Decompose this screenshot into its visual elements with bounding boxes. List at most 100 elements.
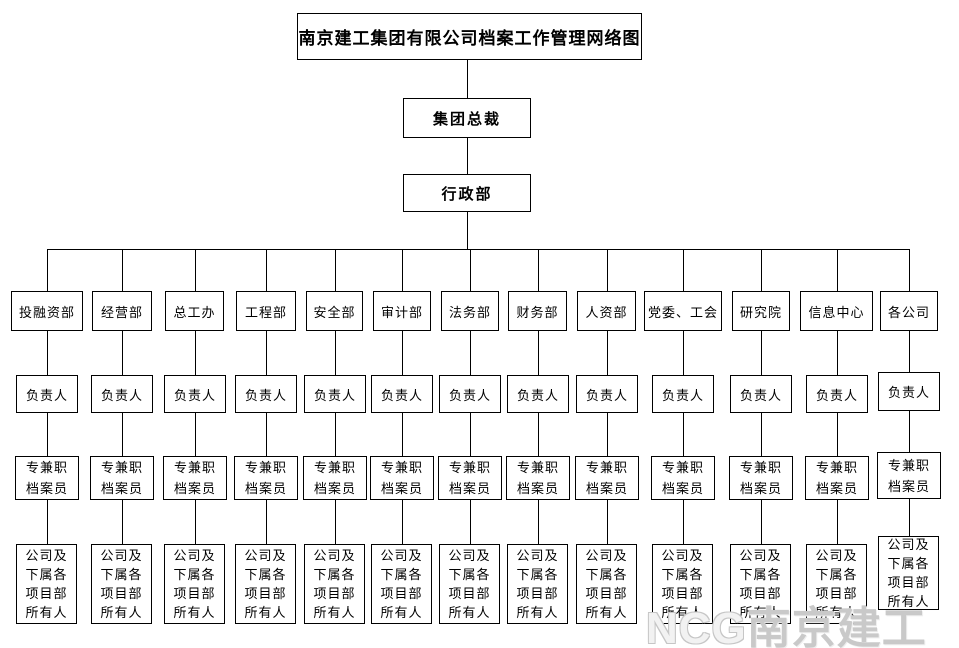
- archivist-box: 专兼职档案员: [438, 456, 502, 500]
- dept-box-label: 法务部: [448, 304, 491, 320]
- staff-box-label: 项目部: [739, 586, 782, 601]
- staff-box-label: 下属各: [25, 567, 68, 582]
- staff-box-label: 下属各: [244, 567, 287, 582]
- connector-line: [909, 331, 910, 372]
- dept-box-label: 安全部: [313, 304, 356, 320]
- archivist-box-label: 档案员: [100, 481, 143, 496]
- dept-box-label: 总工办: [173, 304, 216, 320]
- staff-box-label: 所有人: [244, 605, 287, 620]
- staff-box-label: 下属各: [448, 567, 491, 582]
- leader-box: 负责人: [91, 375, 153, 413]
- archivist-box-label: 档案员: [661, 481, 704, 496]
- dept-box: 工程部: [236, 291, 296, 331]
- staff-box-label: 项目部: [244, 586, 287, 601]
- staff-box-label: 项目部: [815, 586, 858, 601]
- archivist-box-label: 专兼职: [313, 460, 356, 475]
- staff-box-label: 下属各: [585, 567, 628, 582]
- staff-box-label: 公司及: [173, 548, 216, 563]
- connector-line: [470, 331, 471, 375]
- staff-box: 公司及下属各项目部所有人: [806, 544, 867, 624]
- staff-box-label: 下属各: [887, 556, 930, 571]
- dept-box-label: 审计部: [380, 304, 423, 320]
- dept-box: 研究院: [732, 291, 790, 331]
- staff-box-label: 公司及: [815, 548, 858, 563]
- connector-line: [683, 413, 684, 456]
- leader-box-label: 负责人: [815, 387, 858, 403]
- staff-box: 公司及下属各项目部所有人: [235, 544, 296, 624]
- dept-box-label: 党委、工会: [647, 304, 718, 320]
- archivist-box: 专兼职档案员: [15, 456, 79, 500]
- connector-line: [538, 413, 539, 456]
- staff-box-label: 所有人: [887, 594, 930, 609]
- connector-line: [607, 331, 608, 375]
- leader-box: 负责人: [164, 375, 226, 413]
- staff-box: 公司及下属各项目部所有人: [439, 544, 500, 624]
- connector-line: [467, 212, 468, 249]
- staff-box: 公司及下属各项目部所有人: [652, 544, 713, 624]
- archivist-box: 专兼职档案员: [651, 456, 715, 500]
- connector-line: [47, 413, 48, 456]
- connector-line: [538, 249, 539, 291]
- staff-box: 公司及下属各项目部所有人: [304, 544, 365, 624]
- staff-box-label: 下属各: [173, 567, 216, 582]
- archivist-box-label: 专兼职: [244, 460, 287, 475]
- dept-box: 法务部: [441, 291, 499, 331]
- archivist-box-label: 专兼职: [585, 460, 628, 475]
- dept-box: 人资部: [577, 291, 636, 331]
- archivist-box-label: 专兼职: [173, 460, 216, 475]
- leader-box: 负责人: [507, 375, 569, 413]
- leader-box: 负责人: [576, 375, 638, 413]
- staff-box-label: 所有人: [380, 605, 423, 620]
- archivist-box-label: 专兼职: [516, 460, 559, 475]
- connector-line: [909, 249, 910, 291]
- staff-box-label: 公司及: [313, 548, 356, 563]
- leader-box: 负责人: [371, 375, 433, 413]
- dept-box: 安全部: [306, 291, 363, 331]
- dept-box: 信息中心: [800, 291, 873, 331]
- connector-line: [335, 413, 336, 456]
- archivist-box-label: 档案员: [887, 478, 930, 494]
- staff-box-label: 公司及: [661, 548, 704, 563]
- staff-box-label: 所有人: [661, 605, 704, 620]
- dept-box-label: 财务部: [516, 304, 559, 320]
- archivist-box-label: 专兼职: [380, 460, 423, 475]
- connector-line: [335, 500, 336, 544]
- staff-box-label: 所有人: [448, 605, 491, 620]
- staff-box-label: 所有人: [173, 605, 216, 620]
- connector-line: [837, 331, 838, 375]
- connector-line: [683, 249, 684, 291]
- connector-line: [335, 331, 336, 375]
- staff-box-label: 下属各: [380, 567, 423, 582]
- dept-box: 经营部: [92, 291, 152, 331]
- leader-box-label: 负责人: [739, 387, 782, 403]
- staff-box-label: 公司及: [516, 548, 559, 563]
- staff-box-label: 项目部: [516, 586, 559, 601]
- staff-box: 公司及下属各项目部所有人: [16, 544, 77, 624]
- dept-box-label: 信息中心: [808, 304, 865, 320]
- connector-line: [837, 249, 838, 291]
- staff-box-label: 下属各: [313, 567, 356, 582]
- connector-line: [402, 331, 403, 375]
- connector-line: [195, 331, 196, 375]
- dept-box: 各公司: [880, 291, 938, 331]
- connector-line: [47, 249, 48, 291]
- dept-box-label: 研究院: [739, 304, 782, 320]
- staff-box-label: 所有人: [100, 605, 143, 620]
- staff-box: 公司及下属各项目部所有人: [730, 544, 791, 624]
- connector-line: [607, 500, 608, 544]
- dept-box-label: 人资部: [585, 304, 628, 320]
- archivist-box-label: 档案员: [313, 481, 356, 496]
- archivist-box: 专兼职档案员: [506, 456, 570, 500]
- staff-box-label: 公司及: [380, 548, 423, 563]
- connector-line: [837, 413, 838, 456]
- connector-line: [761, 249, 762, 291]
- chart-title: 南京建工集团有限公司档案工作管理网络图: [297, 13, 642, 60]
- archivist-box-label: 档案员: [448, 481, 491, 496]
- leader-box-label: 负责人: [585, 387, 628, 403]
- connector-line: [266, 249, 267, 291]
- connector-line: [402, 249, 403, 291]
- connector-line: [607, 413, 608, 456]
- connector-line: [402, 413, 403, 456]
- connector-line: [837, 500, 838, 544]
- connector-line: [909, 411, 910, 452]
